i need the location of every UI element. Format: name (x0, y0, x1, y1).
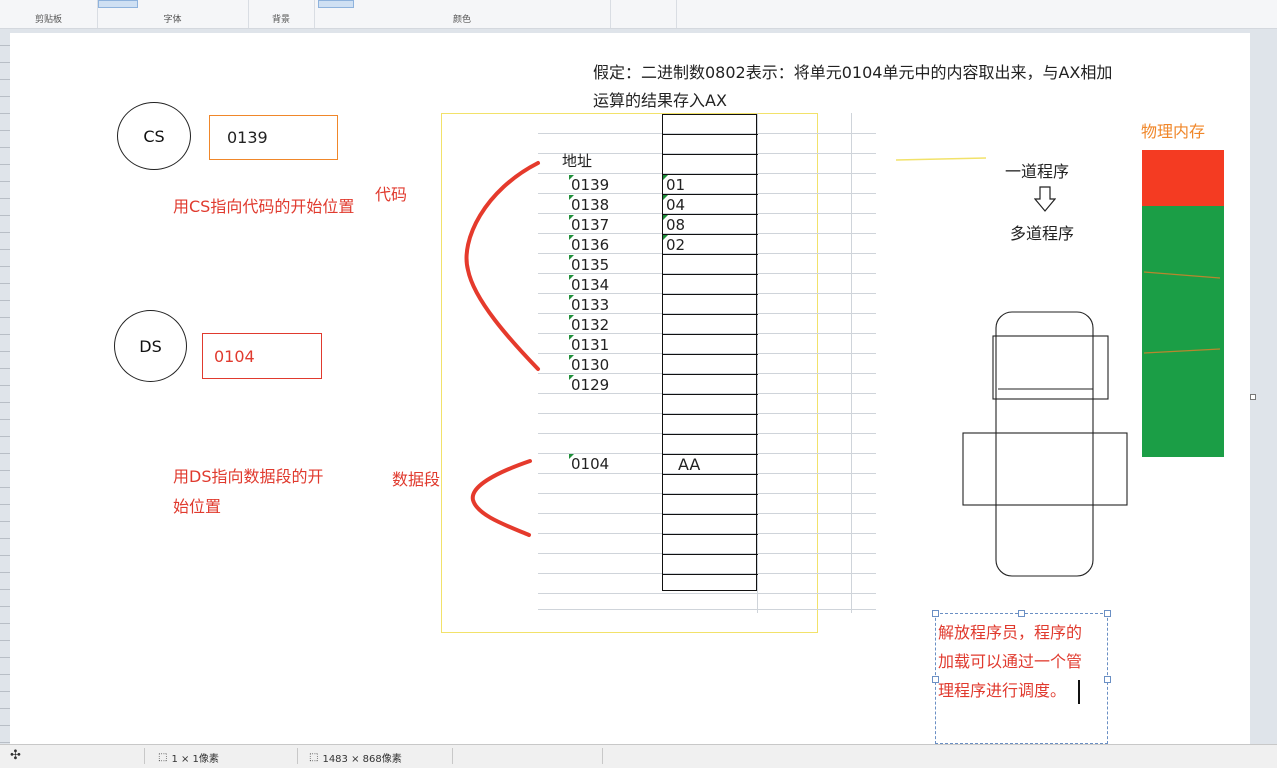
ribbon-group-background[interactable]: 背景 (248, 0, 315, 28)
ribbon: 剪贴板 字体 背景 颜色 (0, 0, 1277, 29)
move-cursor-icon: ✣ (10, 748, 21, 763)
canvas-area (0, 29, 1277, 744)
ribbon-group-label: 背景 (271, 15, 290, 25)
ribbon-group-label: 颜色 (452, 15, 471, 25)
image-size-value: 1483 × 868像素 (322, 754, 402, 765)
image-size: ⬚ 1483 × 868像素 (309, 750, 402, 765)
image-size-icon: ⬚ (309, 752, 319, 763)
drawing-canvas[interactable] (10, 33, 1250, 744)
ribbon-color-swatch[interactable] (318, 0, 354, 8)
ribbon-button-fragment[interactable] (98, 0, 138, 8)
selection-size-value: 1 × 1像素 (171, 754, 219, 765)
ribbon-group-font[interactable]: 字体 (97, 0, 249, 28)
selection-size: ⬚ 1 × 1像素 (158, 750, 219, 765)
ribbon-group-extra[interactable] (610, 0, 677, 28)
selection-icon: ⬚ (158, 752, 168, 763)
status-bar: ✣ ⬚ 1 × 1像素 ⬚ 1483 × 868像素 (0, 744, 1277, 768)
ribbon-group-color[interactable]: 颜色 (314, 0, 611, 28)
ribbon-group-label: 字体 (163, 15, 182, 25)
ribbon-group-label: 剪贴板 (34, 15, 62, 25)
vertical-ruler (0, 29, 12, 744)
ribbon-group-clipboard[interactable]: 剪贴板 (0, 0, 98, 28)
